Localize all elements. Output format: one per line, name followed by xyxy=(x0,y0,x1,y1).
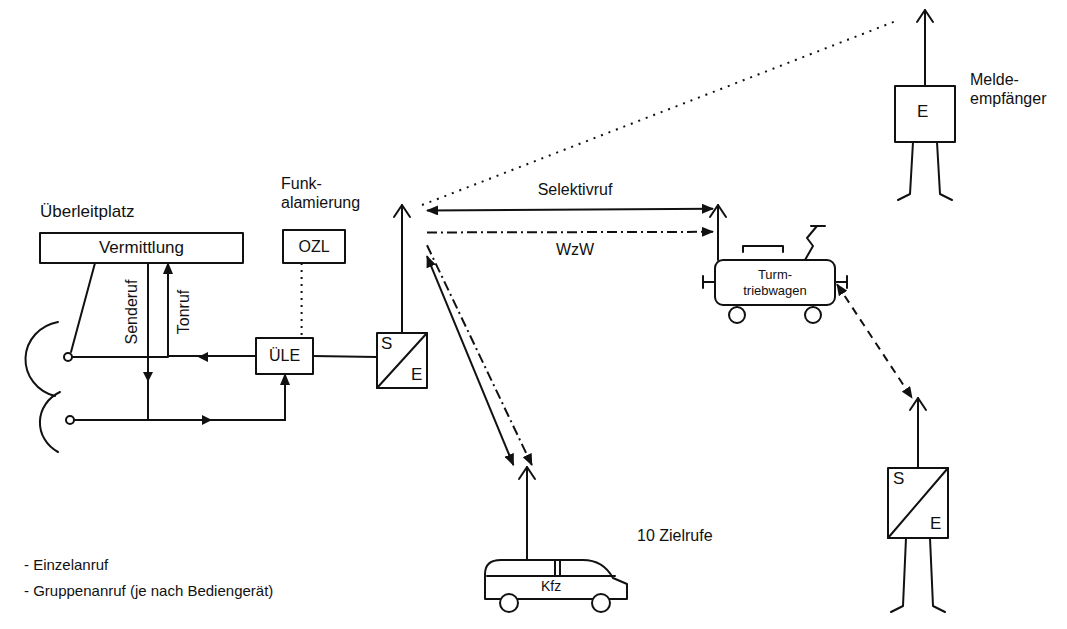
edge-label: Selektivruf xyxy=(536,180,615,199)
antenna-mast xyxy=(526,467,528,560)
edge-label: Tonruf xyxy=(174,288,193,336)
receive-letter: E xyxy=(411,365,422,385)
vehicle-label: Kfz xyxy=(541,578,561,595)
antenna-head xyxy=(519,467,535,479)
box-label: OZL xyxy=(298,237,329,256)
box-outline xyxy=(895,86,955,142)
node-heading: Funk- alamierung xyxy=(281,174,376,212)
buffer-symbol xyxy=(703,276,715,288)
edge-label: Senderuf xyxy=(122,278,141,347)
send-letter: S xyxy=(893,469,904,489)
buffer-symbol xyxy=(835,276,847,288)
antenna-mast xyxy=(924,10,926,86)
pantograph xyxy=(805,226,825,260)
handset-symbol xyxy=(25,322,58,396)
antenna-head xyxy=(917,10,933,22)
box-outline xyxy=(40,233,243,263)
cable-link xyxy=(313,355,377,358)
handset-hook xyxy=(64,353,72,361)
divider-diagonal xyxy=(888,468,948,538)
antenna-mast xyxy=(917,398,919,468)
window-line xyxy=(487,560,615,576)
node-heading: Melde- empfänger xyxy=(970,70,1065,108)
handset-wire xyxy=(71,263,95,352)
leg-stroke xyxy=(891,538,906,612)
ule-box: ÜLE xyxy=(256,338,313,374)
tower-railcar: Turm- triebwagen xyxy=(713,205,837,327)
shape-outline xyxy=(713,205,837,327)
call-count-label: 10 Zielrufe xyxy=(635,526,715,545)
box-outline xyxy=(256,338,313,374)
leg-stroke xyxy=(898,142,913,200)
radio-link xyxy=(427,209,713,211)
wheel xyxy=(500,594,518,612)
receive-letter: E xyxy=(930,514,941,534)
antenna-head xyxy=(710,205,726,217)
divider-diagonal xyxy=(377,333,427,388)
box-outline xyxy=(888,468,948,538)
pager-receiver: EMelde- empfänger xyxy=(895,10,955,200)
box-label: ÜLE xyxy=(269,346,300,365)
antenna-head xyxy=(910,398,926,410)
antenna-mast xyxy=(717,205,719,260)
signal-arrow xyxy=(168,263,256,356)
transceiver-station: SE xyxy=(377,205,427,388)
send-letter: S xyxy=(381,334,392,354)
handset-symbol xyxy=(40,392,60,452)
leg-stroke xyxy=(930,538,945,612)
antenna-head xyxy=(394,205,410,217)
car-body xyxy=(485,560,627,599)
handheld-transceiver: SE xyxy=(888,398,948,612)
wheel xyxy=(729,307,745,323)
note-text: - Einzelanruf xyxy=(22,556,110,574)
receive-letter: E xyxy=(917,102,928,122)
roof-rail xyxy=(743,246,783,252)
shape-outline xyxy=(377,205,427,388)
radio-link xyxy=(837,284,912,398)
shape-outline xyxy=(888,398,948,612)
vehicle-car: Kfz xyxy=(485,465,627,613)
leg-stroke xyxy=(937,142,952,200)
ozl-box: Funk- alamierungOZL xyxy=(283,172,345,263)
signal-arrow xyxy=(148,263,285,420)
wheel xyxy=(805,307,821,323)
radio-link xyxy=(427,245,532,465)
vehicle-label: Turm- triebwagen xyxy=(733,267,817,298)
note-text: - Gruppenanruf (je nach Bediengerät) xyxy=(22,582,275,600)
handset-wire xyxy=(74,419,148,421)
radio-link xyxy=(427,231,713,234)
handset-wire xyxy=(72,356,168,358)
car-body xyxy=(715,260,835,305)
box-outline xyxy=(283,230,345,263)
edge-label: WzW xyxy=(554,240,596,259)
antenna-mast xyxy=(401,205,403,333)
wheel xyxy=(592,594,610,612)
box-label: Vermittlung xyxy=(99,238,184,258)
radio-link xyxy=(427,256,513,465)
dotted-link xyxy=(301,263,303,338)
node-heading: Überleitplatz xyxy=(40,202,135,222)
switchboard-box: ÜberleitplatzVermittlung xyxy=(40,200,243,263)
handset-hook xyxy=(66,416,74,424)
box-outline xyxy=(377,333,427,388)
radio-link xyxy=(422,21,895,205)
